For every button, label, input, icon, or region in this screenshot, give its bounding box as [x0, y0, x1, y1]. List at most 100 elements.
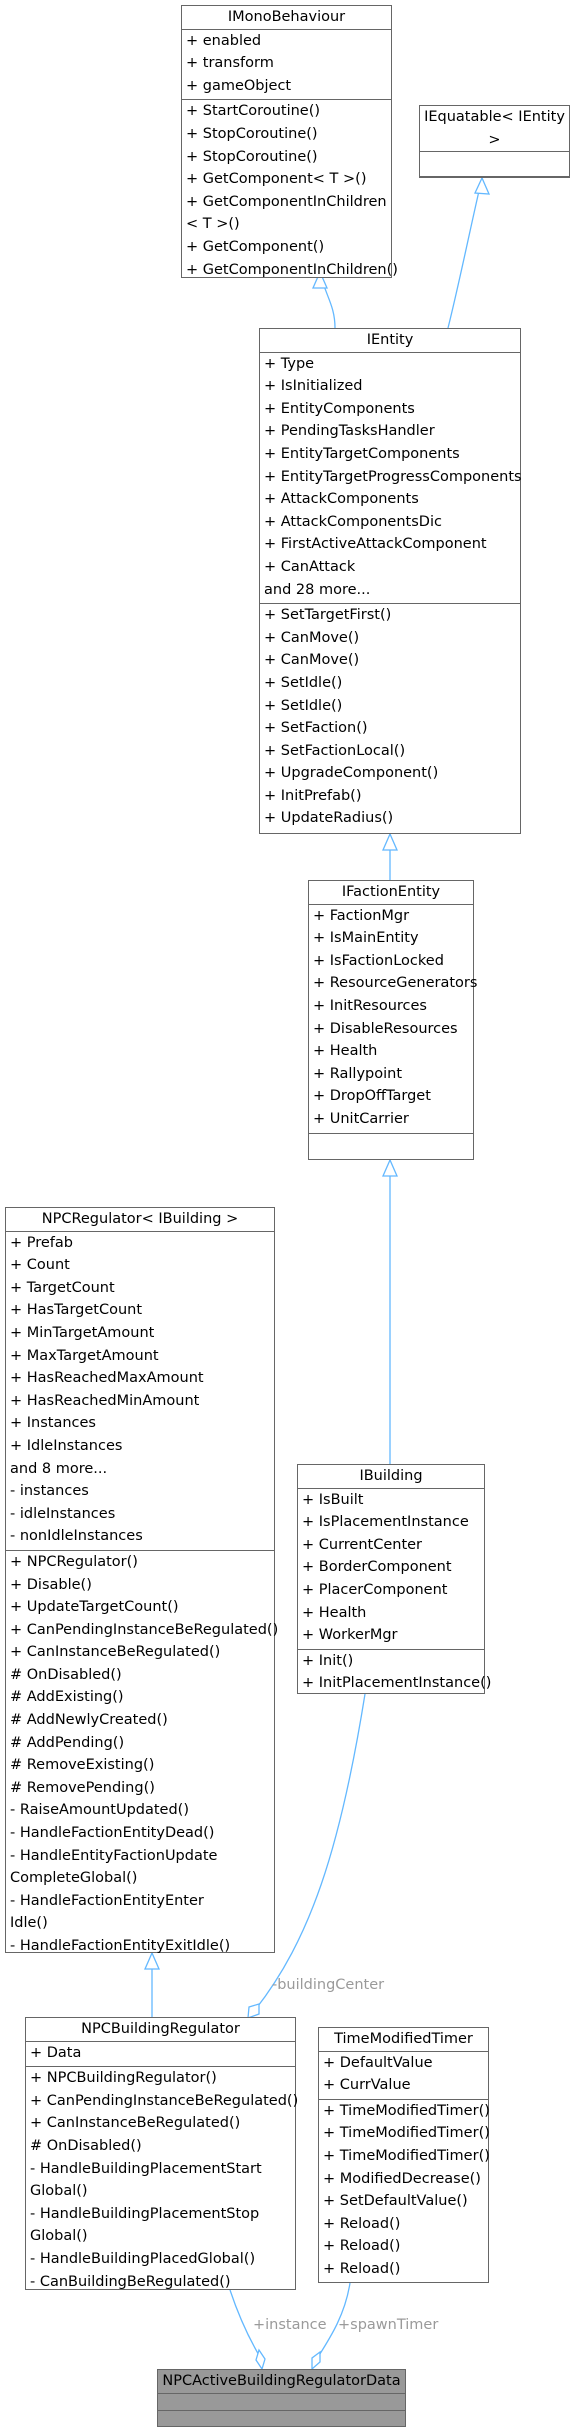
member: + EntityComponents — [264, 400, 415, 417]
member: + CanMove() — [264, 652, 360, 669]
inherit-arrow-ifaction — [382, 1158, 398, 1177]
aggregation-diamond-timer — [311, 2350, 321, 2371]
member: Idle() — [10, 1915, 48, 1932]
member: + DisableResources — [313, 1020, 458, 1037]
member: + DefaultValue — [323, 2054, 433, 2071]
member: + UpdateTargetCount() — [10, 1599, 179, 1616]
member: + enabled — [186, 32, 262, 49]
member: + SetDefaultValue() — [323, 2193, 468, 2210]
member: + transform — [186, 55, 274, 72]
class-title: NPCRegulator< IBuilding > — [6, 1208, 274, 1232]
member: + Data — [30, 2044, 82, 2061]
member: - nonIdleInstances — [10, 1528, 143, 1545]
class-title: IBuilding — [298, 1465, 484, 1489]
attributes-section: + Data — [26, 2042, 295, 2068]
label-building-center: -buildingCenter — [272, 1977, 385, 1993]
member: + WorkerMgr — [302, 1627, 398, 1644]
member: # RemoveExisting() — [10, 1757, 155, 1774]
member: + IsPlacementInstance — [302, 1514, 469, 1531]
member: + IsBuilt — [302, 1491, 364, 1508]
member: + TargetCount — [10, 1279, 115, 1296]
member: + Type — [264, 355, 315, 372]
member: + InitPrefab() — [264, 787, 362, 804]
edge-instance — [229, 2289, 261, 2358]
member: # AddNewlyCreated() — [10, 1712, 168, 1729]
member: + GetComponent< T >() — [186, 171, 367, 188]
member: + TimeModifiedTimer() — [323, 2147, 490, 2164]
member: - HandleBuildingPlacedGlobal() — [30, 2250, 256, 2267]
member: + Reload() — [323, 2238, 401, 2255]
member: + CanInstanceBeRegulated() — [10, 1644, 221, 1661]
class-npcregulator[interactable]: NPCRegulator< IBuilding > + Prefab + Coun… — [5, 1207, 278, 1954]
class-timemodifiedtimer[interactable]: TimeModifiedTimer + DefaultValue + CurrVa… — [318, 2027, 490, 2283]
attributes-section — [158, 2394, 405, 2411]
member: + MaxTargetAmount — [10, 1347, 159, 1364]
member: + BorderComponent — [302, 1559, 452, 1576]
label-instance: +instance — [253, 2317, 327, 2333]
member: - instances — [10, 1483, 89, 1500]
class-iequatable[interactable]: IEquatable< IEntity > — [419, 105, 570, 178]
member: and 28 more... — [264, 581, 371, 598]
member: - idleInstances — [10, 1505, 116, 1522]
member: + Count — [10, 1257, 70, 1274]
member: # AddExisting() — [10, 1689, 124, 1706]
operations-section: + TimeModifiedTimer() + TimeModifiedTimer… — [319, 2100, 490, 2283]
edge-building-center — [254, 1693, 366, 2011]
member: - HandleFactionEntityExitIdle() — [10, 1938, 231, 1954]
class-title: TimeModifiedTimer — [319, 2028, 488, 2052]
member: + MinTargetAmount — [10, 1324, 155, 1341]
class-npcbuildingregulator[interactable]: NPCBuildingRegulator + Data + NPCBuildin… — [25, 2017, 298, 2290]
operations-section — [158, 2411, 405, 2427]
class-ientity[interactable]: IEntity + Type + IsInitialized + EntityCom… — [259, 328, 522, 834]
member: + FirstActiveAttackComponent — [264, 536, 487, 553]
member: - HandleBuildingPlacementStop — [30, 2205, 260, 2222]
member: + Health — [313, 1043, 378, 1060]
member: - HandleFactionEntityEnter — [10, 1892, 204, 1909]
member: + CanInstanceBeRegulated() — [30, 2115, 241, 2132]
class-title: NPCBuildingRegulator — [26, 2018, 295, 2042]
member: + AttackComponents — [264, 491, 419, 508]
member: + TimeModifiedTimer() — [323, 2125, 490, 2142]
member: - CanBuildingBeRegulated() — [30, 2273, 231, 2290]
class-title: IEntity — [260, 329, 520, 353]
operations-section: + StartCoroutine()+ StopCoroutine()+ Sto… — [182, 100, 398, 283]
member: + TimeModifiedTimer() — [323, 2102, 490, 2119]
operations-section: + NPCRegulator()+ Disable()+ UpdateTarge… — [6, 1551, 279, 1960]
operations-section: + SetTargetFirst()+ CanMove()+ CanMove()… — [260, 604, 520, 832]
member: + NPCBuildingRegulator() — [30, 2070, 217, 2087]
class-ibuilding[interactable]: IBuilding + IsBuilt + IsPlacementInstance… — [297, 1464, 491, 1694]
member: + Prefab — [10, 1234, 74, 1251]
member: # OnDisabled() — [10, 1666, 122, 1683]
inherit-arrow-npcreg — [144, 1951, 160, 1970]
member: + GetComponentInChildren — [186, 193, 387, 210]
member: Global() — [30, 2183, 88, 2200]
member: + CurrentCenter — [302, 1536, 423, 1553]
class-title: IMonoBehaviour — [182, 6, 391, 30]
member: + IsFactionLocked — [313, 952, 444, 969]
member: + HasReachedMinAmount — [10, 1392, 200, 1409]
member: + CanAttack — [264, 558, 356, 575]
member: + CanPendingInstanceBeRegulated() — [10, 1621, 279, 1638]
member: + SetIdle() — [264, 697, 343, 714]
member: + ResourceGenerators — [313, 975, 478, 992]
attributes-section: + IsBuilt + IsPlacementInstance + CurrentC… — [298, 1489, 484, 1650]
class-npcactivebuildingregulatordata[interactable]: NPCActiveBuildingRegulatorData — [157, 2369, 406, 2427]
member: + StopCoroutine() — [186, 125, 318, 142]
member: + Rallypoint — [313, 1065, 403, 1082]
class-imonobehaviour[interactable]: IMonoBehaviour + enabled+ transform+ gam… — [181, 5, 398, 278]
operations-section — [420, 177, 569, 201]
label-spawn-timer: +spawnTimer — [338, 2317, 439, 2333]
member: CompleteGlobal() — [10, 1870, 138, 1887]
class-ifactionentity[interactable]: IFactionEntity + FactionMgr+ IsMainEntit… — [308, 880, 478, 1160]
member: + CanMove() — [264, 629, 360, 646]
member: + GetComponent() — [186, 238, 325, 255]
member: + CurrValue — [323, 2077, 411, 2094]
member: + IdleInstances — [10, 1437, 123, 1454]
member: + IsInitialized — [264, 378, 363, 395]
member: Global() — [30, 2228, 88, 2245]
member: + Disable() — [10, 1576, 92, 1593]
member: # OnDisabled() — [30, 2137, 142, 2154]
attributes-section: + Prefab+ Count+ TargetCount+ HasTargetC… — [6, 1232, 274, 1551]
member: + ModifiedDecrease() — [323, 2170, 481, 2187]
